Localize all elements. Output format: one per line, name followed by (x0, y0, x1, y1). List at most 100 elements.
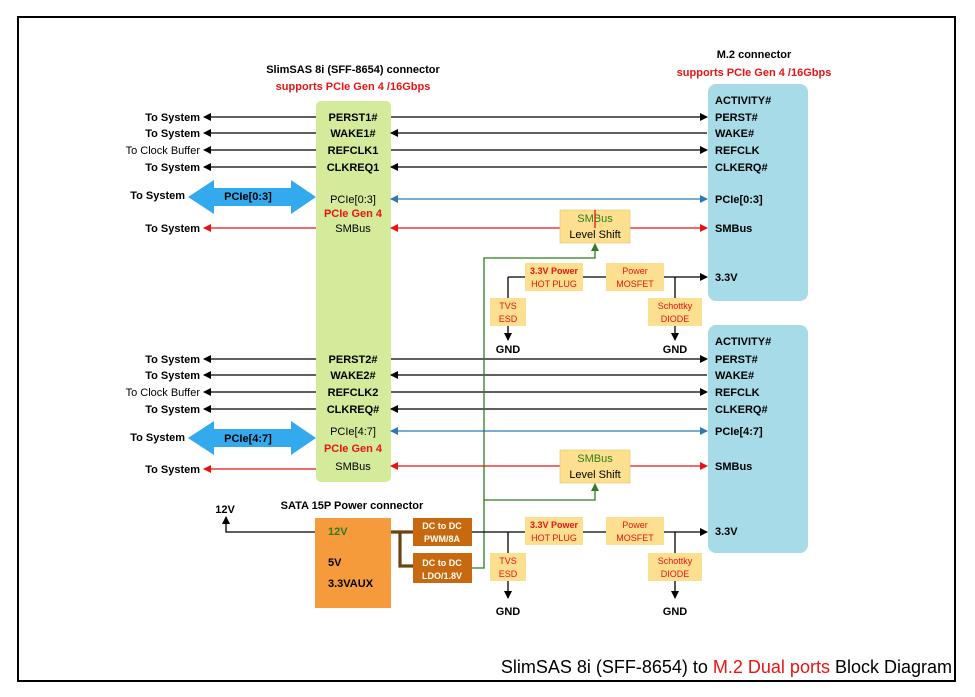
m2-pcie-port1: PCIe[0:3] (715, 194, 763, 206)
slimsas-subtitle: supports PCIe Gen 4 /16Gbps (276, 81, 431, 93)
slimsas-smbus-port1: SMBus (335, 223, 371, 235)
mosfet-1-line2: MOSFET (616, 279, 654, 289)
left-label-pcie1: To System (130, 190, 185, 202)
dcdc-pwm-line1: DC to DC (422, 521, 462, 531)
footer-part1: SlimSAS 8i (SFF-8654) to (501, 657, 713, 677)
schottky-1-line1: Schottky (658, 301, 693, 311)
gnd-1a: GND (496, 344, 521, 356)
gnd-2b: GND (663, 606, 688, 618)
dcdc-ldo-line1: DC to DC (422, 558, 462, 568)
schottky-1-line2: DIODE (661, 314, 690, 324)
pcie-arrow-label-2: PCIe[4:7] (224, 433, 272, 445)
slimsas-signal-clkreq2: CLKREQ# (327, 404, 380, 416)
gnd-1b: GND (663, 344, 688, 356)
sata-title: SATA 15P Power connector (281, 500, 424, 512)
m2-power-port2: 3.3V (715, 526, 738, 538)
m2-signal-activity1: ACTIVITY# (715, 95, 771, 107)
hotplug-1-line2: HOT PLUG (531, 279, 577, 289)
mosfet-box-2 (606, 517, 664, 545)
level-shift-2-line2: Level Shift (569, 469, 620, 481)
sata-rail-5v: 5V (328, 557, 342, 569)
mosfet-2-line1: Power (622, 520, 648, 530)
hotplug-box-2 (525, 517, 583, 545)
m2-signal-refclk1: REFCLK (715, 145, 760, 157)
pcie-arrow-port2 (188, 421, 316, 455)
tvs-box-1 (490, 298, 526, 326)
slimsas-pcie-port1: PCIe[0:3] (330, 194, 376, 206)
left-label-clkreq1: To System (145, 162, 200, 174)
schottky-box-2 (648, 553, 702, 581)
tvs-2-line1: TVS (499, 556, 517, 566)
slimsas-title: SlimSAS 8i (SFF-8654) connector (266, 64, 440, 76)
m2-connector-port1 (708, 84, 808, 301)
schottky-2-line2: DIODE (661, 569, 690, 579)
schottky-2-line1: Schottky (658, 556, 693, 566)
m2-signal-wake2: WAKE# (715, 370, 754, 382)
dcdc-ldo-line2: LDO/1.8V (422, 571, 462, 581)
hotplug-2-line2: HOT PLUG (531, 533, 577, 543)
schottky-box-1 (648, 298, 702, 326)
mosfet-2-line2: MOSFET (616, 533, 654, 543)
m2-signal-refclk2: REFCLK (715, 387, 760, 399)
dcdc-pwm-box (413, 518, 472, 546)
hotplug-1-line1: 3.3V Power (530, 266, 579, 276)
slimsas-connector-block (316, 101, 391, 482)
slimsas-pcie-port2: PCIe[4:7] (330, 426, 376, 438)
gnd-2a: GND (496, 606, 521, 618)
slimsas-signal-refclk2: REFCLK2 (328, 387, 379, 399)
slimsas-gen-port1: PCIe Gen 4 (324, 208, 383, 220)
slimsas-signal-wake1: WAKE1# (330, 128, 375, 140)
sata-rail-3v3aux: 3.3VAUX (328, 578, 374, 590)
left-label-smbus1: To System (145, 223, 200, 235)
slimsas-smbus-port2: SMBus (335, 461, 371, 473)
hotplug-box-1 (525, 263, 583, 291)
tvs-1-line1: TVS (499, 301, 517, 311)
footer-part2: M.2 Dual ports (713, 657, 830, 677)
level-shift-2-line1: SMBus (577, 453, 613, 465)
hotplug-2-line1: 3.3V Power (530, 520, 579, 530)
left-label-perst2: To System (145, 354, 200, 366)
m2-pcie-port2: PCIe[4:7] (715, 426, 763, 438)
m2-signal-activity2: ACTIVITY# (715, 336, 771, 348)
m2-power-port1: 3.3V (715, 272, 738, 284)
sata-rail-12v: 12V (328, 526, 348, 538)
pcie-arrow-port1 (188, 180, 316, 214)
slimsas-signal-refclk1: REFCLK1 (328, 145, 379, 157)
sata-12v-out-label: 12V (215, 504, 235, 516)
slimsas-signal-clkreq1: CLKREQ1 (327, 162, 380, 174)
pcie-arrow-label-1: PCIe[0:3] (224, 191, 272, 203)
slimsas-signal-wake2: WAKE2# (330, 370, 375, 382)
m2-signal-clkreq2: CLKERQ# (715, 404, 768, 416)
sata-connector-block (315, 518, 391, 608)
left-label-wake2: To System (145, 370, 200, 382)
tvs-1-line2: ESD (499, 314, 518, 324)
level-shift-1-line2: Level Shift (569, 229, 620, 241)
slimsas-signal-perst1: PERST1# (329, 112, 378, 124)
slimsas-gen-port2: PCIe Gen 4 (324, 443, 383, 455)
mosfet-1-line1: Power (622, 266, 648, 276)
m2-subtitle: supports PCIe Gen 4 /16Gbps (677, 67, 832, 79)
m2-signal-wake1: WAKE# (715, 128, 754, 140)
dcdc-pwm-line2: PWM/8A (424, 534, 461, 544)
m2-signal-perst2: PERST# (715, 354, 758, 366)
m2-title: M.2 connector (717, 49, 792, 61)
left-label-wake1: To System (145, 128, 200, 140)
m2-connector-port2 (708, 325, 808, 553)
slimsas-signal-perst2: PERST2# (329, 354, 378, 366)
tvs-2-line2: ESD (499, 569, 518, 579)
level-shift-box-2 (559, 449, 631, 484)
left-label-refclk1: To Clock Buffer (126, 145, 201, 157)
footer-part3: Block Diagram (830, 657, 952, 677)
mosfet-box-1 (606, 263, 664, 291)
left-label-pcie2: To System (130, 432, 185, 444)
m2-smbus-port2: SMBus (715, 461, 752, 473)
left-label-refclk2: To Clock Buffer (126, 387, 201, 399)
left-label-perst1: To System (145, 112, 200, 124)
m2-signal-clkreq1: CLKERQ# (715, 162, 768, 174)
left-label-smbus2: To System (145, 464, 200, 476)
dcdc-ldo-box (413, 553, 472, 583)
m2-signal-perst1: PERST# (715, 112, 758, 124)
m2-smbus-port1: SMBus (715, 223, 752, 235)
tvs-box-2 (490, 553, 526, 581)
